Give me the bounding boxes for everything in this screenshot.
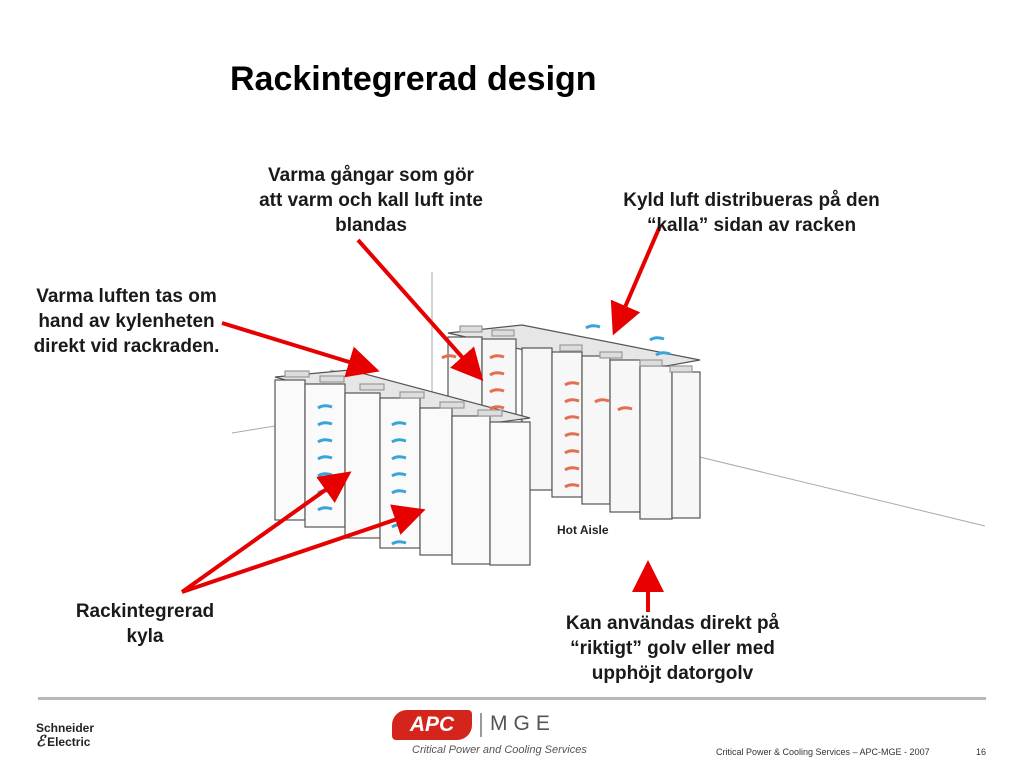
callout-integrated-cooling: Rackintegrerad kyla — [75, 601, 215, 647]
callout-floor: Kan användas direkt på “riktigt” golv el… — [565, 613, 780, 684]
arrow-to-hot-aisle — [356, 238, 484, 381]
slide-title: Rackintegrerad design — [230, 60, 597, 98]
electric-wordmark: Electric — [47, 735, 91, 749]
callout-cold-air: Kyld luft distribueras på den “kalla” si… — [623, 190, 880, 236]
footer-divider — [38, 697, 986, 700]
footer-text: Critical Power & Cooling Services – APC-… — [716, 747, 930, 757]
schneider-wordmark: Schneider — [36, 721, 95, 735]
arrow-to-cold-side — [610, 225, 662, 336]
logo-separator — [480, 713, 482, 737]
mge-wordmark: MGE — [490, 712, 556, 735]
callout-hot-aisle: Varma gångar som gör att varm och kall l… — [259, 165, 483, 236]
hot-aisle-label: Hot Aisle — [557, 523, 609, 537]
arrow-to-rack-row — [221, 321, 380, 378]
schneider-e-icon: ℰ — [36, 733, 46, 750]
page-number: 16 — [976, 747, 987, 757]
apc-tagline: Critical Power and Cooling Services — [412, 744, 587, 756]
arrow-to-cooling-unit-2 — [181, 504, 426, 594]
callout-hot-air-removal: Varma luften tas om hand av kylenheten d… — [33, 286, 220, 357]
callout-arrows — [180, 225, 664, 612]
apc-mge-logo: APC MGE Critical Power and Cooling Servi… — [392, 710, 587, 758]
arrow-to-cooling-unit-1 — [180, 471, 352, 594]
apc-wordmark: APC — [392, 710, 472, 740]
